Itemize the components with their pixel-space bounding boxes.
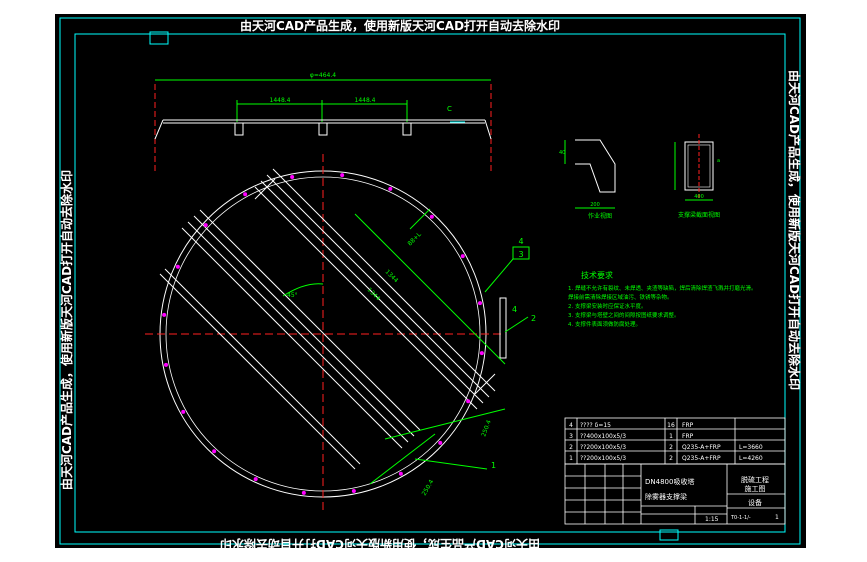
bom-cell-code: ??400x100x5/3 xyxy=(580,433,626,440)
marker-box-top xyxy=(149,31,169,45)
dim-span-right: 1448.4 xyxy=(355,97,376,104)
elevation-view xyxy=(154,79,492,174)
bolt-hole xyxy=(290,175,295,180)
bom-cell-material: Q235-A+FRP xyxy=(682,455,721,462)
bolt-hole xyxy=(203,223,208,228)
bom-cell-no: 2 xyxy=(569,444,573,451)
bom-cell-code: ??200x100x5/3 xyxy=(580,444,626,451)
bom-cell-qty: 16 xyxy=(667,422,675,429)
bom-cell-qty: 2 xyxy=(669,455,673,462)
bolt-hole xyxy=(466,399,471,404)
bolt-hole xyxy=(460,254,465,259)
outer-frame xyxy=(59,17,801,545)
detail-right-bottom-dim: 400 xyxy=(694,194,704,200)
detail-right-caption: 支撑梁截面视图 xyxy=(678,211,720,219)
bom-cell-qty: 2 xyxy=(669,444,673,451)
title-drawing-name-2: 除雾器支撑梁 xyxy=(645,492,687,501)
title-stage: 设备 xyxy=(748,498,762,507)
note-line: 3. 支撑梁与塔壁之间的间隙按图纸要求调整。 xyxy=(568,311,680,319)
dim-lower-2: 250.4 xyxy=(421,478,436,497)
note-line: 4. 支撑件表面须做防腐处理。 xyxy=(568,320,641,328)
detail-right-dim: a xyxy=(717,158,720,164)
dim-clearance: C xyxy=(447,105,452,113)
bom-cell-no: 4 xyxy=(569,422,573,429)
balloon-2: 2 xyxy=(531,314,536,323)
bolt-holes xyxy=(162,173,484,495)
bom-cell-code: ???? δ=15 xyxy=(580,422,611,429)
watermark-right: 由天河CAD产品生成，使用新版天河CAD打开自动去除水印 xyxy=(787,70,802,390)
title-drawing-name-1: DN4800吸收塔 xyxy=(645,477,694,486)
marker-box-bottom xyxy=(659,529,679,541)
note-line: 焊接前需清除焊接区域油污、铁锈等杂物。 xyxy=(568,293,673,301)
plan-dimension-lines xyxy=(354,208,506,485)
bolt-hole xyxy=(438,440,443,445)
note-line: 2. 支撑梁安装时应保证水平度。 xyxy=(568,302,647,310)
dim-overall: φ=464.4 xyxy=(310,72,336,79)
bolt-hole xyxy=(301,490,306,495)
balloon-4: 4 xyxy=(518,237,523,246)
bom-cell-material: Q235-A+FRP xyxy=(682,444,721,451)
title-company-2: 施工图 xyxy=(745,484,766,493)
balloon-4-alt: 4 xyxy=(512,305,517,314)
title-company-1: 脱硫工程 xyxy=(741,475,769,484)
bolt-hole xyxy=(477,301,482,306)
bolt-hole xyxy=(164,362,169,367)
detail-left-caption: 作业视图 xyxy=(588,212,612,220)
bolt-hole xyxy=(351,488,356,493)
bom-cell-qty: 1 xyxy=(669,433,673,440)
balloon-1: 1 xyxy=(491,461,496,470)
bolt-hole xyxy=(429,214,434,219)
notes-title: 技术要求 xyxy=(581,270,613,280)
title-block xyxy=(564,463,786,525)
dim-span-left: 1448.4 xyxy=(270,97,291,104)
watermark-top: 由天河CAD产品生成，使用新版天河CAD打开自动去除水印 xyxy=(240,18,560,33)
detail-left-dim: 40 xyxy=(559,150,565,156)
detail-view-left xyxy=(564,139,616,209)
bolt-hole xyxy=(479,351,484,356)
cad-drawing-viewport[interactable]: 由天河CAD产品生成，使用新版天河CAD打开自动去除水印 由天河CAD产品生成，… xyxy=(55,14,806,552)
inner-frame xyxy=(74,33,786,533)
bolt-hole xyxy=(162,312,167,317)
bolt-hole xyxy=(212,449,217,454)
bom-cell-code: ??200x100x5/3 xyxy=(580,455,626,462)
bom-cell-remark: L=4260 xyxy=(739,455,763,462)
bolt-hole xyxy=(175,264,180,269)
title-sheet: 1 xyxy=(775,514,779,521)
bom-cell-no: 1 xyxy=(569,455,573,462)
dim-diag-upper-1: 88+L xyxy=(406,231,423,248)
balloon-leaders xyxy=(414,246,530,470)
bolt-hole xyxy=(181,409,186,414)
detail-view-right xyxy=(674,134,714,201)
dim-angle: 45° xyxy=(287,292,298,299)
bom-cell-material: FRP xyxy=(682,422,694,429)
balloon-3: 3 xyxy=(518,250,523,259)
dim-lower-1: 250.4 xyxy=(480,419,493,438)
bom-cell-material: FRP xyxy=(682,433,694,440)
title-scale: 1:15 xyxy=(705,516,719,523)
notes-lines: 1. 焊缝不允许有裂纹、未焊透、夹渣等缺陷，焊后清除焊渣飞溅并打磨光滑。 焊接前… xyxy=(568,284,757,328)
bolt-hole xyxy=(253,477,258,482)
bolt-hole xyxy=(243,192,248,197)
bolt-hole xyxy=(340,173,345,178)
watermark-left: 由天河CAD产品生成，使用新版天河CAD打开自动去除水印 xyxy=(59,170,74,490)
cad-drawing-canvas[interactable]: 由天河CAD产品生成，使用新版天河CAD打开自动去除水印 由天河CAD产品生成，… xyxy=(55,14,806,552)
detail-left-bottom-dim: 200 xyxy=(590,202,600,208)
bolt-hole xyxy=(398,471,403,476)
bolt-hole xyxy=(388,186,393,191)
note-line: 1. 焊缝不允许有裂纹、未焊透、夹渣等缺陷，焊后清除焊渣飞溅并打磨光滑。 xyxy=(568,284,757,292)
bom-cell-no: 3 xyxy=(569,433,573,440)
title-code: T0-1-1/- xyxy=(730,515,751,521)
watermark-bottom: 由天河CAD产品生成，使用新版天河CAD打开自动去除水印 xyxy=(220,537,540,548)
bom-cell-remark: L=3660 xyxy=(739,444,763,451)
plan-view xyxy=(145,154,507,514)
